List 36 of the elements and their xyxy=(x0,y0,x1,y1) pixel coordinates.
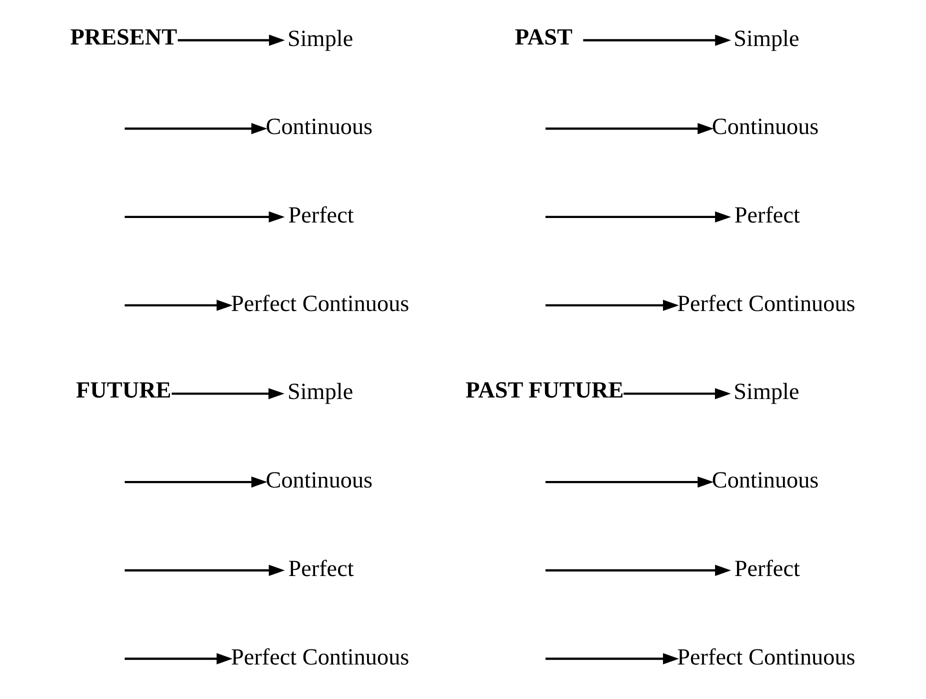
node-text: Perfect xyxy=(734,202,800,228)
node-text: Simple xyxy=(733,379,799,406)
arrow xyxy=(545,300,678,311)
node-text: Simple xyxy=(287,26,353,52)
arrow xyxy=(124,564,284,576)
node-text: Perfect xyxy=(288,556,354,582)
arrow xyxy=(124,300,232,311)
arrow xyxy=(124,476,267,488)
arrow xyxy=(545,653,678,664)
node-text: Simple xyxy=(733,26,799,52)
node-text: Perfect xyxy=(288,202,354,228)
node-text: Continuous xyxy=(265,114,372,140)
node-text: Perfect Continuous xyxy=(230,644,409,670)
arrow xyxy=(582,34,731,46)
arrow xyxy=(623,388,730,400)
node-text: FUTURE xyxy=(76,378,171,404)
node-text: Perfect Continuous xyxy=(230,290,409,317)
arrow xyxy=(545,211,731,223)
arrow xyxy=(545,476,714,488)
node-text: Perfect xyxy=(734,556,800,582)
node-text: PAST FUTURE xyxy=(465,378,624,404)
arrow xyxy=(124,653,232,664)
arrow xyxy=(545,123,714,134)
arrow xyxy=(545,564,731,576)
arrow xyxy=(171,388,284,400)
node-text: Perfect Continuous xyxy=(676,290,855,317)
node-text: PRESENT xyxy=(70,24,177,50)
node-text: Continuous xyxy=(265,468,372,494)
node-text: Continuous xyxy=(711,468,818,494)
node-text: Perfect Continuous xyxy=(676,644,855,670)
node-text: Continuous xyxy=(711,114,818,140)
node-text: PAST xyxy=(514,24,572,50)
arrow xyxy=(124,211,284,223)
node-text: Simple xyxy=(287,379,353,406)
arrow xyxy=(177,34,284,46)
arrow xyxy=(124,123,267,134)
